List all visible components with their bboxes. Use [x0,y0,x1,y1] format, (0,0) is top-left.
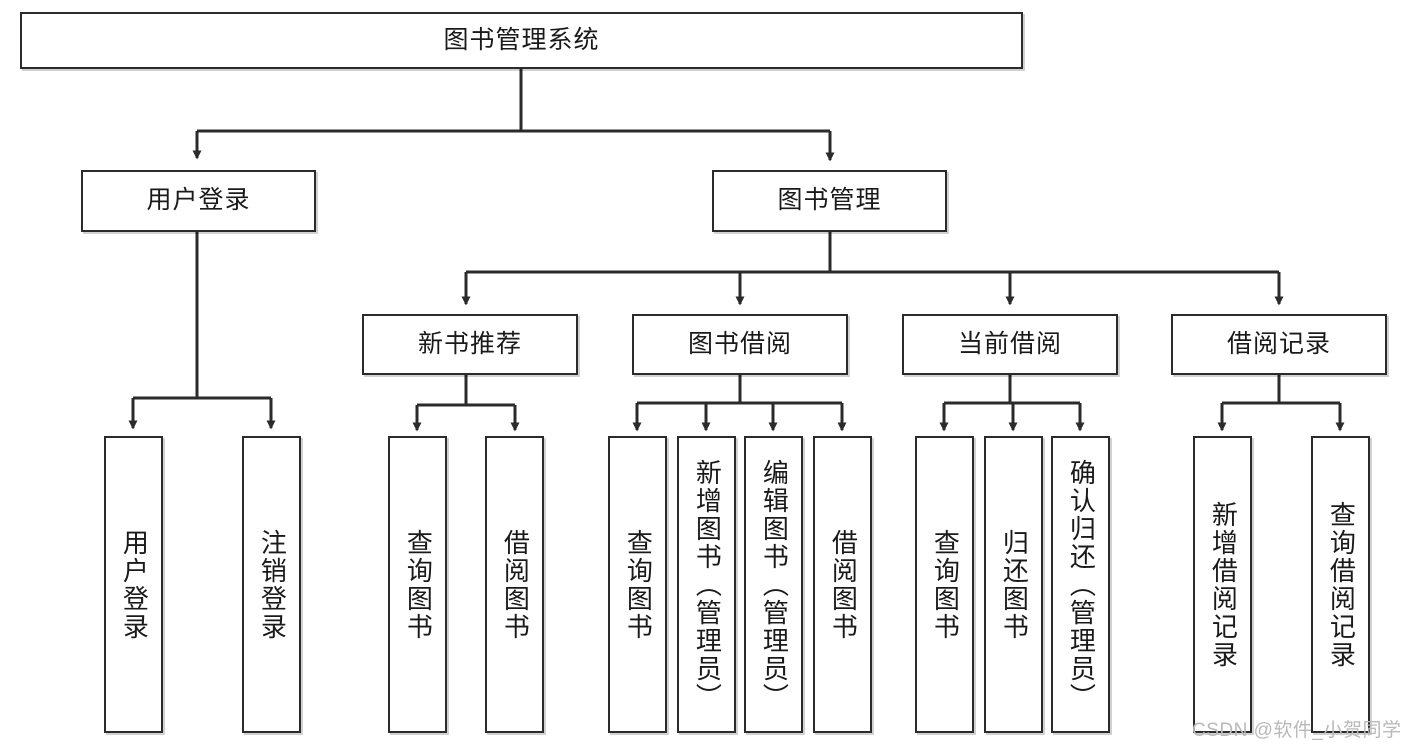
node-book-management-label: 图书管理 [777,186,882,215]
node-new-book-recommend[interactable]: 新书推荐 [362,314,578,375]
node-book-management[interactable]: 图书管理 [712,170,947,232]
leaf-book-borrow-edit[interactable]: 编辑图书（管理员） [744,436,803,733]
node-book-borrow[interactable]: 图书借阅 [632,314,848,375]
node-current-borrow[interactable]: 当前借阅 [902,314,1118,375]
leaf-label: 确认归还（管理员） [1066,458,1097,711]
leaf-new-book-query[interactable]: 查询图书 [388,436,447,733]
leaf-label: 查询图书 [403,528,434,641]
leaf-current-borrow-confirm-return[interactable]: 确认归还（管理员） [1051,436,1110,733]
leaf-label: 借阅图书 [828,528,859,641]
leaf-user-login-signin[interactable]: 用户登录 [104,436,163,733]
leaf-label: 查询图书 [930,528,961,641]
leaf-label: 注销登录 [257,528,288,641]
leaf-label: 查询借阅记录 [1326,500,1357,669]
node-borrow-record[interactable]: 借阅记录 [1171,314,1387,375]
leaf-current-borrow-return[interactable]: 归还图书 [984,436,1043,733]
leaf-book-borrow-borrow[interactable]: 借阅图书 [813,436,872,733]
leaf-new-book-borrow[interactable]: 借阅图书 [485,436,544,733]
node-root-system[interactable]: 图书管理系统 [20,12,1023,69]
leaf-label: 借阅图书 [500,528,531,641]
node-user-login[interactable]: 用户登录 [81,170,316,232]
leaf-label: 编辑图书（管理员） [759,458,790,711]
leaf-label: 新增图书（管理员） [692,458,723,711]
leaf-label: 查询图书 [623,528,654,641]
node-borrow-record-label: 借阅记录 [1226,329,1331,358]
leaf-book-borrow-query[interactable]: 查询图书 [608,436,667,733]
leaf-label: 用户登录 [119,528,150,641]
node-user-login-label: 用户登录 [146,186,251,215]
leaf-current-borrow-query[interactable]: 查询图书 [915,436,974,733]
leaf-borrow-record-query[interactable]: 查询借阅记录 [1311,436,1370,733]
leaf-user-login-signout[interactable]: 注销登录 [242,436,301,733]
leaf-borrow-record-add[interactable]: 新增借阅记录 [1193,436,1252,733]
node-book-borrow-label: 图书借阅 [687,329,792,358]
csdn-watermark: CSDN @软件_小贺同学 [1192,720,1402,741]
node-new-book-recommend-label: 新书推荐 [417,329,522,358]
leaf-book-borrow-add[interactable]: 新增图书（管理员） [677,436,736,733]
leaf-label: 归还图书 [999,528,1030,641]
node-current-borrow-label: 当前借阅 [957,329,1062,358]
node-root-label: 图书管理系统 [443,25,600,54]
leaf-label: 新增借阅记录 [1208,500,1239,669]
